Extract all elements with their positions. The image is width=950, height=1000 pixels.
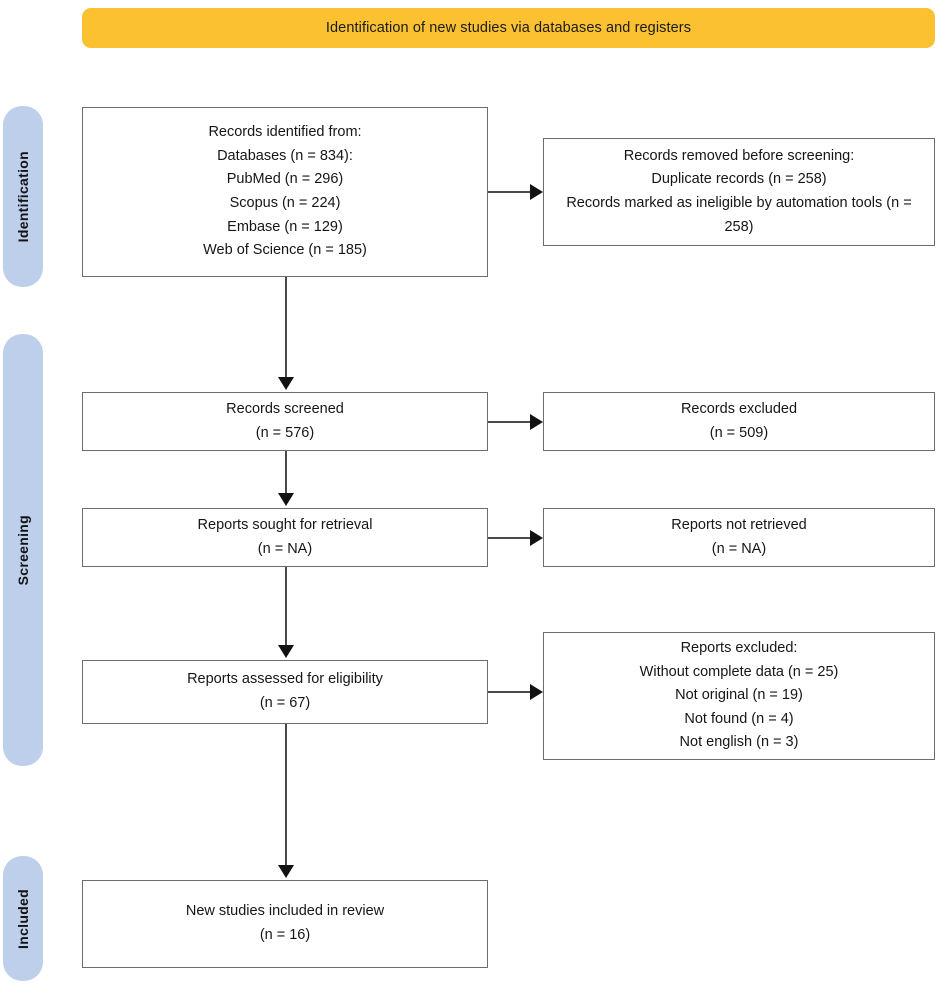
box-line: (n = 67) (259, 695, 311, 711)
box-line: (n = 576) (255, 424, 315, 441)
arrowhead-right-icon (530, 184, 543, 200)
box-reports-excluded-detail: Reports excluded: Without complete data … (543, 632, 935, 760)
box-line: Records identified from: (208, 124, 362, 141)
arrowhead-down-icon (278, 645, 294, 658)
connector-eligibility-to-reportsexcluded (488, 691, 532, 693)
stage-label-screening: Screening (15, 514, 31, 586)
box-line: Records excluded (680, 400, 798, 417)
connector-screened-to-sought (285, 451, 287, 495)
box-line: Reports sought for retrieval (197, 516, 373, 533)
connector-sought-to-eligibility (285, 567, 287, 647)
box-line: Databases (n = 834): (217, 147, 353, 164)
connector-sought-to-notretrieved (488, 537, 532, 539)
connector-eligibility-to-included (285, 724, 287, 867)
arrowhead-down-icon (278, 865, 294, 878)
box-line: Not found (n = 4) (684, 710, 794, 727)
box-records-excluded: Records excluded (n = 509) (543, 392, 935, 451)
box-line: New studies included in review (185, 903, 385, 920)
stage-pill-identification: Identification (3, 106, 43, 287)
box-line: (n = NA) (711, 540, 767, 557)
box-line: Not english (n = 3) (679, 734, 799, 751)
arrowhead-right-icon (530, 414, 543, 430)
box-records-screened: Records screened (n = 576) (82, 392, 488, 451)
arrowhead-down-icon (278, 493, 294, 506)
box-records-removed: Records removed before screening: Duplic… (543, 138, 935, 246)
box-new-studies-included: New studies included in review (n = 16) (82, 880, 488, 968)
connector-identified-to-removed (488, 191, 532, 193)
box-records-identified: Records identified from: Databases (n = … (82, 107, 488, 277)
box-line: Web of Science (n = 185) (203, 242, 367, 259)
box-line: Records marked as ineligible by automati… (566, 195, 912, 235)
stage-pill-screening: Screening (3, 334, 43, 766)
connector-identified-to-screened (285, 277, 287, 379)
arrowhead-down-icon (278, 377, 294, 390)
box-line: Duplicate records (n = 258) (651, 171, 827, 188)
stage-label-included: Included (15, 888, 31, 949)
box-line: (n = 509) (709, 424, 769, 441)
box-reports-sought: Reports sought for retrieval (n = NA) (82, 508, 488, 567)
arrowhead-right-icon (530, 530, 543, 546)
box-line: (n = NA) (257, 540, 313, 557)
header-banner: Identification of new studies via databa… (82, 8, 935, 48)
box-line: Reports excluded: (680, 639, 798, 656)
box-line: (n = 16) (259, 927, 311, 943)
box-line: Embase (n = 129) (227, 218, 343, 235)
arrowhead-right-icon (530, 684, 543, 700)
box-line: PubMed (n = 296) (226, 171, 344, 188)
box-line: Reports assessed for eligibility (187, 671, 383, 688)
box-line: Not original (n = 19) (675, 687, 803, 704)
box-line: Without complete data (n = 25) (639, 663, 839, 680)
stage-pill-included: Included (3, 856, 43, 981)
header-banner-label: Identification of new studies via databa… (325, 20, 692, 36)
connector-screened-to-excluded (488, 421, 532, 423)
stage-label-identification: Identification (15, 150, 31, 243)
box-line: Scopus (n = 224) (229, 195, 341, 211)
box-line: Records removed before screening: (623, 147, 855, 164)
box-line: Records screened (226, 400, 344, 417)
box-reports-assessed-eligibility: Reports assessed for eligibility (n = 67… (82, 660, 488, 724)
box-line: Reports not retrieved (671, 516, 807, 533)
box-reports-not-retrieved: Reports not retrieved (n = NA) (543, 508, 935, 567)
